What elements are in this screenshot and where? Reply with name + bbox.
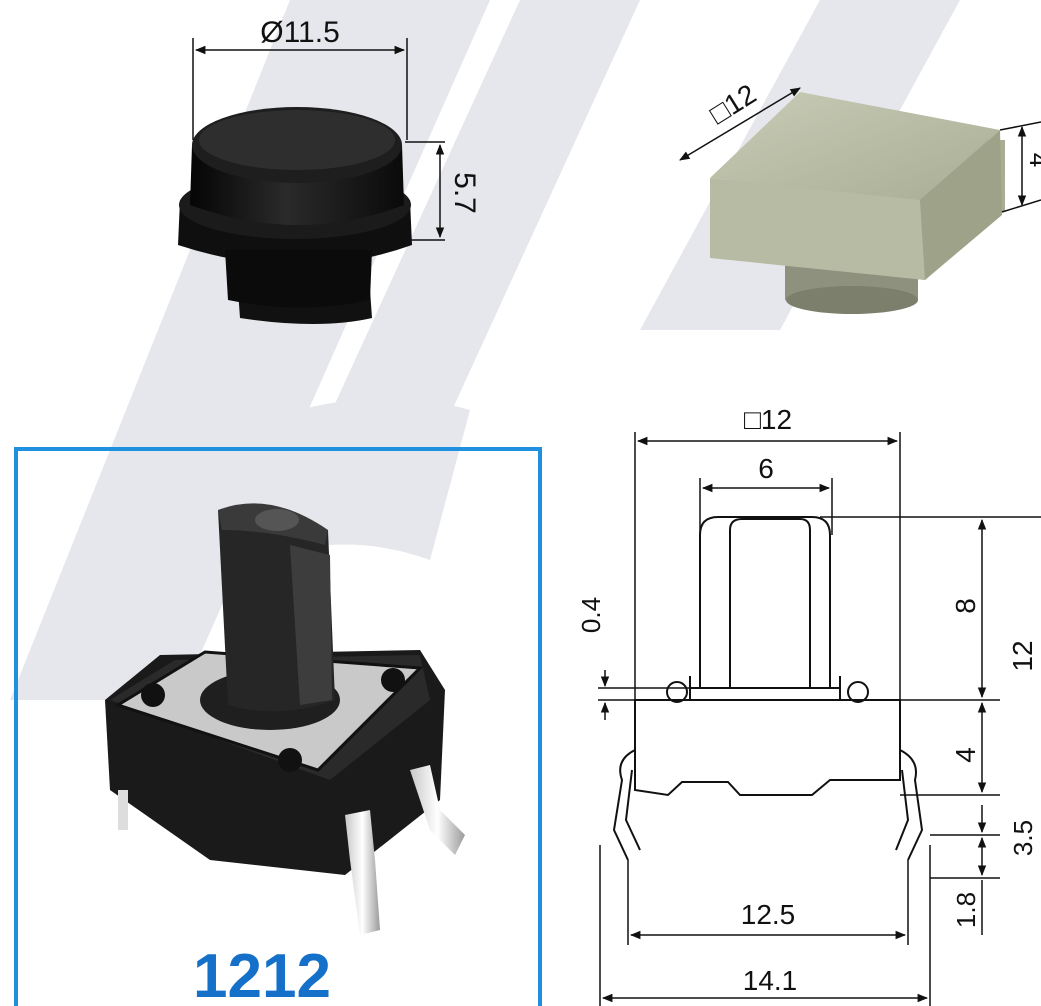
square-cap-illustration: [710, 92, 1005, 314]
drawing-pin-length-label: 3.5: [1008, 820, 1038, 856]
square-cap-size-label: □12: [704, 78, 761, 130]
round-cap-illustration: [178, 107, 412, 324]
drawing-body-width-label: □12: [744, 404, 792, 435]
round-cap-diameter-label: Ø11.5: [260, 16, 340, 49]
model-label: 1212: [193, 942, 331, 1006]
product-frame: [14, 447, 542, 1006]
round-cap-height-label: 5.7: [448, 172, 481, 214]
drawing-pin-outer-span-label: 14.1: [743, 965, 798, 996]
technical-drawing: [612, 516, 924, 861]
drawing-stem-height-label: 8: [950, 598, 981, 614]
square-cap-height-label: 4: [1024, 153, 1041, 167]
drawing-body-height-label: 4: [950, 747, 981, 763]
drawing-dimensions: □12 6 8 12 4 3.5 1.8 0.4 12.5: [576, 404, 1041, 1006]
drawing-total-height-label: 12: [1007, 640, 1038, 671]
drawing-pin-inner-span-label: 12.5: [741, 899, 796, 930]
drawing-gap-label: 0.4: [576, 597, 606, 633]
round-cap-dimensions: Ø11.5 5.7: [192, 16, 481, 241]
drawing-pin-tip-label: 1.8: [951, 892, 981, 928]
switch-photo: [105, 503, 465, 935]
drawing-stem-width-label: 6: [758, 453, 774, 484]
